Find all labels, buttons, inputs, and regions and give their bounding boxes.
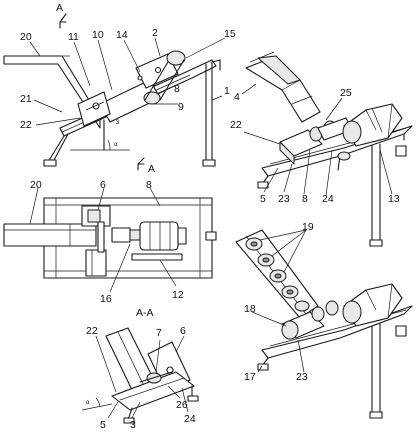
top-view xyxy=(3,187,217,293)
label-iso-24: 24 xyxy=(322,193,334,205)
section-arrow-bottom xyxy=(137,157,145,165)
label-top-12: 12 xyxy=(172,289,184,301)
label-sec-22: 22 xyxy=(86,325,98,337)
label-top-20: 20 xyxy=(30,179,42,191)
pusher-block xyxy=(77,91,111,127)
label-side-8: 8 xyxy=(174,83,180,95)
section-plate xyxy=(105,327,155,391)
label-sec-5: 5 xyxy=(100,419,106,431)
section-arrow-top xyxy=(59,13,67,23)
label-iso-22: 22 xyxy=(230,119,242,131)
label-top-8: 8 xyxy=(146,179,152,191)
angle-mark-side: α xyxy=(114,142,118,148)
label-sec-26: 26 xyxy=(176,399,188,411)
iso-view-loaded xyxy=(235,229,413,419)
angle-mark-section: α xyxy=(86,400,90,406)
front-leg xyxy=(47,135,65,163)
label-sec-3: 3 xyxy=(130,419,136,431)
section-title: A-A xyxy=(136,307,154,319)
label-top-6: 6 xyxy=(100,179,106,191)
label-side-11: 11 xyxy=(68,31,79,43)
label-iso2-19: 19 xyxy=(302,221,314,233)
callout-labels: A A A-A α α 20 11 10 14 2 15 21 8 9 1 22… xyxy=(20,2,400,431)
top-chute xyxy=(3,223,97,247)
section-mark-top: A xyxy=(56,2,63,14)
label-iso2-18: 18 xyxy=(244,303,256,315)
label-sec-6: 6 xyxy=(180,325,186,337)
label-side-2: 2 xyxy=(152,27,158,39)
label-side-10: 10 xyxy=(92,29,104,41)
label-side-1: 1 xyxy=(224,85,230,97)
label-side-3: 3 xyxy=(116,120,120,126)
label-iso2-17: 17 xyxy=(244,371,256,383)
label-side-14: 14 xyxy=(116,29,128,41)
iso-view-assembly xyxy=(241,51,413,247)
label-sec-7: 7 xyxy=(156,327,162,339)
section-mark-bottom: A xyxy=(148,163,155,175)
label-iso-25: 25 xyxy=(340,87,352,99)
top-plate xyxy=(131,253,183,261)
bottle-5 xyxy=(294,300,310,312)
top-motor xyxy=(139,221,179,251)
label-iso-4: 4 xyxy=(234,91,240,103)
section-view xyxy=(81,327,199,424)
label-side-21: 21 xyxy=(20,93,32,105)
label-side-9: 9 xyxy=(178,101,184,113)
label-iso-8: 8 xyxy=(302,193,308,205)
label-top-16: 16 xyxy=(100,293,112,305)
label-side-15: 15 xyxy=(224,28,236,40)
pulley-upper xyxy=(166,50,186,66)
label-iso2-23: 23 xyxy=(296,371,308,383)
label-side-22: 22 xyxy=(20,119,32,131)
label-iso-23: 23 xyxy=(278,193,290,205)
label-side-20: 20 xyxy=(20,31,32,43)
label-iso-5: 5 xyxy=(260,193,266,205)
side-view xyxy=(3,13,226,171)
label-sec-24: 24 xyxy=(184,413,196,425)
label-iso-13: 13 xyxy=(388,193,400,205)
